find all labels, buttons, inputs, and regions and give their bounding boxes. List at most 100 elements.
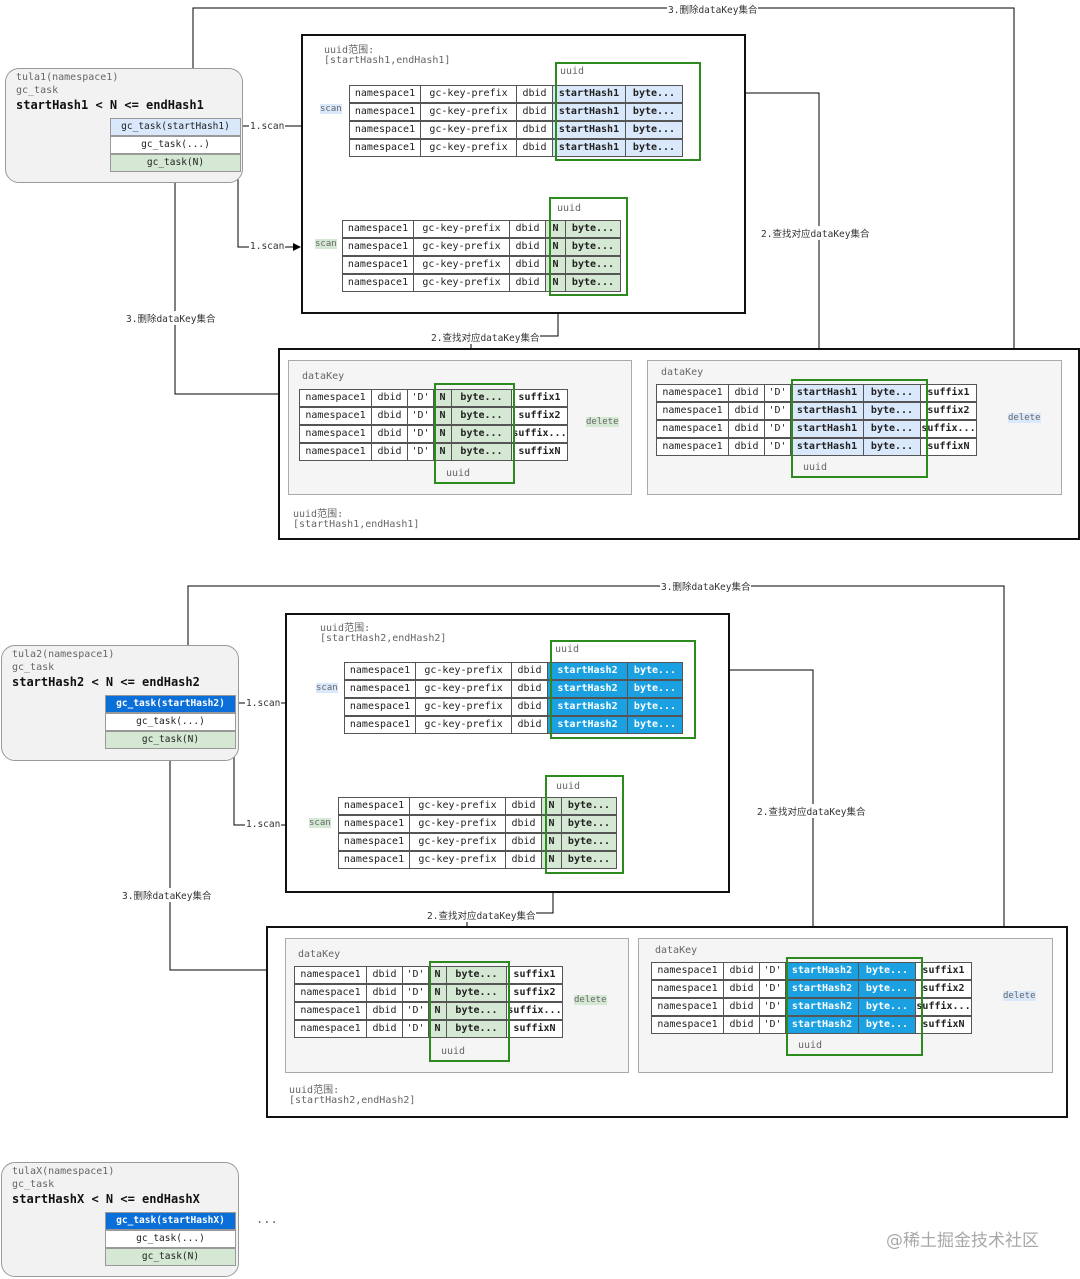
namespace-cell: namespace1 (651, 998, 724, 1016)
namespace-cell: namespace1 (349, 85, 421, 103)
edge-delete-left-1 (174, 168, 289, 398)
datakey-label: dataKey (661, 367, 704, 378)
byte-cell: byte... (627, 698, 683, 716)
dbid-cell: dbid (511, 716, 548, 734)
ellipsis: ... (256, 1212, 278, 1226)
byte-cell: byte... (561, 833, 617, 851)
byte-cell: byte... (561, 815, 617, 833)
uuid-range: [startHash1,endHash1] (293, 519, 420, 530)
dbid-cell: dbid (366, 1020, 403, 1038)
namespace-cell: namespace1 (299, 407, 372, 425)
uuid-label: uuid (557, 203, 582, 214)
namespace-cell: namespace1 (342, 238, 414, 256)
edge-scan-lower-1 (237, 168, 301, 251)
dbid-cell: dbid (723, 962, 760, 980)
delete-label: delete (1003, 991, 1036, 1001)
hash-cell: startHash2 (547, 716, 628, 734)
namespace-cell: namespace1 (338, 797, 410, 815)
d-cell: 'D' (407, 389, 434, 407)
uuid-highlight-box: uuid (550, 640, 696, 739)
dbid-cell: dbid (509, 220, 546, 238)
suffix-cell: suffix1 (506, 966, 563, 984)
suffix-cell: suffix2 (506, 984, 563, 1002)
namespace-cell: namespace1 (294, 966, 367, 984)
byte-cell: byte... (627, 680, 683, 698)
namespace-cell: namespace1 (651, 962, 724, 980)
namespace-cell: namespace1 (342, 256, 414, 274)
dbid-cell: dbid (509, 256, 546, 274)
edge-label-scan: 1.scan (245, 698, 282, 709)
gc-task-n: gc_task(N) (105, 1248, 236, 1266)
scan-label: scan (320, 104, 342, 114)
dbid-cell: dbid (516, 139, 553, 157)
watermark: @稀土掘金技术社区 (886, 1231, 1039, 1251)
delete-label: delete (586, 417, 619, 427)
namespace-cell: namespace1 (344, 716, 416, 734)
edge-label-find: 2.查找对应dataKey集合 (430, 330, 541, 344)
suffix-cell: suffixN (915, 1016, 972, 1034)
suffix-cell: suffix2 (511, 407, 568, 425)
byte-cell: byte... (863, 384, 921, 402)
namespace-cell: namespace1 (344, 698, 416, 716)
prefix-cell: gc-key-prefix (409, 851, 506, 869)
gc-task-first: gc_task(startHash2) (105, 695, 236, 713)
hash-range: startHash2 < N <= endHash2 (12, 675, 200, 689)
edge-label-find: 2.查找对应dataKey集合 (426, 908, 537, 922)
gc-task-label: gc_task (12, 1179, 55, 1190)
namespace-cell: namespace1 (342, 220, 414, 238)
uuid-range: [startHash2,endHash2] (320, 633, 447, 644)
namespace-cell: namespace1 (299, 425, 372, 443)
byte-cell: byte... (625, 85, 683, 103)
dbid-cell: dbid (516, 85, 553, 103)
uuid-range-label: uuid范围: (293, 509, 344, 520)
uuid-range: [startHash1,endHash1] (324, 55, 451, 66)
prefix-cell: gc-key-prefix (415, 662, 512, 680)
hash-cell: startHash1 (552, 121, 626, 139)
dbid-cell: dbid (723, 980, 760, 998)
delete-label: delete (1008, 413, 1041, 423)
dbid-cell: dbid (511, 662, 548, 680)
namespace-cell: namespace1 (338, 815, 410, 833)
scan-label: scan (316, 683, 338, 693)
hash-range: startHashX < N <= endHashX (12, 1192, 200, 1206)
namespace-cell: namespace1 (656, 438, 729, 456)
scan-label: scan (309, 818, 331, 828)
prefix-cell: gc-key-prefix (420, 103, 517, 121)
byte-cell: byte... (565, 256, 621, 274)
gc-task-label: gc_task (16, 85, 59, 96)
gc-task-mid: gc_task(...) (105, 1230, 236, 1248)
uuid-label: uuid (556, 781, 581, 792)
hash-cell: startHash2 (547, 680, 628, 698)
prefix-cell: gc-key-prefix (415, 698, 512, 716)
edge-delete-top-2 (187, 585, 1008, 935)
edge-label-delete: 3.删除dataKey集合 (125, 311, 217, 325)
namespace-cell: namespace1 (349, 103, 421, 121)
gc-task-first: gc_task(startHash1) (110, 118, 241, 136)
byte-cell: byte... (561, 797, 617, 815)
uuid-highlight-box: uuid (791, 379, 928, 478)
d-cell: 'D' (764, 402, 791, 420)
byte-cell: byte... (627, 662, 683, 680)
uuid-label: uuid (560, 66, 585, 77)
suffix-cell: suffixN (511, 443, 568, 461)
dbid-cell: dbid (723, 1016, 760, 1034)
gc-task-first: gc_task(startHashX) (105, 1212, 236, 1230)
suffix-cell: suffix... (915, 998, 972, 1016)
d-cell: 'D' (759, 962, 786, 980)
namespace-cell: namespace1 (344, 680, 416, 698)
gc-task-label: gc_task (12, 662, 55, 673)
